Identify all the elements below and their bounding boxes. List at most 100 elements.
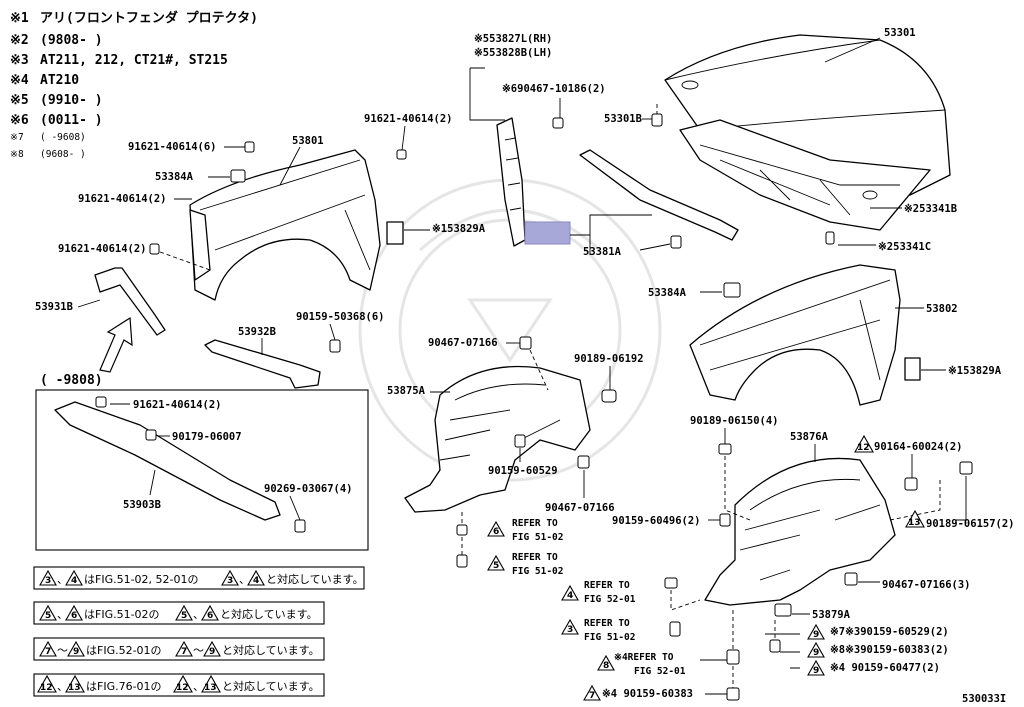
clip-90269-03067-icon bbox=[294, 519, 306, 533]
bolt-91621-top-icon bbox=[396, 149, 407, 160]
svg-text:12: 12 bbox=[176, 683, 189, 693]
label-53381a: 53381A bbox=[583, 246, 622, 258]
bolt-91621-6-icon bbox=[244, 141, 255, 153]
grommet-90189-06192-icon bbox=[601, 389, 617, 403]
svg-text:6: 6 bbox=[71, 611, 77, 621]
arrow-icon bbox=[99, 316, 133, 373]
tri-7-num: 7 bbox=[589, 691, 595, 701]
tri-9a-num: 9 bbox=[813, 630, 819, 640]
bolt-ref8-icon bbox=[726, 649, 740, 665]
ref-6-line2: FIG 51-02 bbox=[512, 532, 563, 543]
svg-text:4: 4 bbox=[71, 576, 77, 586]
ref-8: 8 ※4REFER TO FIG 52-01 bbox=[597, 652, 686, 677]
clip-ref4-icon bbox=[664, 577, 678, 589]
note-5-text: (9910- ) bbox=[40, 93, 103, 108]
legend-row-4: 12 、 13 はFIG.76-01の 12 、 13 と対応しています。 bbox=[33, 673, 325, 697]
ref-5-num: 5 bbox=[493, 561, 499, 571]
label-90159-60529-2: ※7※390159-60529(2) bbox=[830, 626, 949, 638]
grommet-90189-06157-icon bbox=[959, 461, 973, 475]
clip-53384a-right-icon bbox=[723, 282, 741, 298]
clip-90467-07166-a-icon bbox=[519, 336, 532, 350]
ref-4: 4 REFER TO FIG 52-01 bbox=[561, 580, 636, 605]
clip-53879a-icon bbox=[774, 603, 792, 617]
svg-text:と対応しています。: と対応しています。 bbox=[222, 679, 320, 693]
svg-text:、: 、 bbox=[193, 608, 204, 621]
label-90467-10186: ※690467-10186(2) bbox=[502, 83, 606, 95]
clip-53384a-left-icon bbox=[230, 169, 246, 183]
svg-text:13: 13 bbox=[204, 683, 217, 693]
label-90159-60529: 90159-60529 bbox=[488, 465, 558, 477]
ref-4-num: 4 bbox=[567, 591, 573, 601]
label-91621-2a: 91621-40614(2) bbox=[78, 193, 167, 205]
clip-ref5-icon bbox=[456, 554, 468, 568]
bracket-53903b-part bbox=[54, 401, 281, 521]
fender-53801-part bbox=[189, 149, 381, 301]
note-2-text: (9808- ) bbox=[40, 33, 103, 48]
svg-text:4: 4 bbox=[253, 576, 259, 586]
ref-3-line1: REFER TO bbox=[584, 618, 630, 629]
legend-row-2: 5 、 6 はFIG.51-02の 5 、 6 と対応しています。 bbox=[33, 601, 325, 625]
liner-53875a-part bbox=[404, 365, 591, 513]
tri-7: 7 bbox=[583, 684, 601, 701]
label-53301b: 53301B bbox=[604, 113, 642, 125]
tri-9b-num: 9 bbox=[813, 648, 819, 658]
note-6-text: (0011- ) bbox=[40, 113, 103, 128]
tri-12-num: 12 bbox=[857, 443, 870, 453]
label-53341b: ※253341B bbox=[904, 203, 957, 215]
svg-text:はFIG.52-01の: はFIG.52-01の bbox=[86, 644, 162, 657]
tri-9c-num: 9 bbox=[813, 666, 819, 676]
label-90189-06157: 90189-06157(2) bbox=[926, 518, 1015, 530]
ref-5-line2: FIG 51-02 bbox=[512, 566, 563, 577]
clip-ref6-icon bbox=[456, 524, 468, 536]
label-53801: 53801 bbox=[292, 135, 324, 147]
label-53931b: 53931B bbox=[35, 301, 73, 313]
ref-8-num: 8 bbox=[603, 661, 609, 671]
ref-6-num: 6 bbox=[493, 527, 499, 537]
label-53932b: 53932B bbox=[238, 326, 276, 338]
label-90467-07166-a: 90467-07166 bbox=[428, 337, 498, 349]
svg-text:はFIG.51-02の: はFIG.51-02の bbox=[84, 608, 160, 621]
label-53875a: 53875A bbox=[387, 385, 426, 397]
ref-4-line1: REFER TO bbox=[584, 580, 630, 591]
screw-90159-60529-icon bbox=[514, 434, 526, 448]
label-90159-50368: 90159-50368(6) bbox=[296, 311, 385, 323]
note-3-text: AT211, 212, CT21#, ST215 bbox=[40, 53, 228, 68]
bolt-ref3-icon bbox=[669, 621, 681, 637]
label-53384a-left: 53384A bbox=[155, 171, 194, 183]
legend-row-1: 3 、 4 はFIG.51-02, 52-01の 3 、 4 と対応しています。 bbox=[33, 566, 365, 590]
tri-13-num: 13 bbox=[908, 518, 921, 528]
ref-8-line1: ※4REFER TO bbox=[614, 652, 674, 663]
label-91621-2b: 91621-40614(2) bbox=[58, 243, 147, 255]
svg-text:5: 5 bbox=[181, 611, 187, 621]
legend-row-3: 7 〜 9 はFIG.52-01の 7 〜 9 と対応しています。 bbox=[33, 637, 325, 661]
note-5-mark: ※5 bbox=[10, 93, 29, 108]
hood-part bbox=[664, 34, 951, 231]
label-90164-60024: 90164-60024(2) bbox=[874, 441, 963, 453]
svg-text:〜: 〜 bbox=[193, 644, 204, 657]
note-2-mark: ※2 bbox=[10, 33, 29, 48]
label-90467-07166-b: 90467-07166 bbox=[545, 502, 615, 514]
svg-text:、: 、 bbox=[57, 680, 68, 693]
svg-text:、: 、 bbox=[57, 608, 68, 621]
label-90159-60496: 90159-60496(2) bbox=[612, 515, 701, 527]
note-4-mark: ※4 bbox=[10, 73, 29, 88]
label-90269-03067: 90269-03067(4) bbox=[264, 483, 353, 495]
label-53879a: 53879A bbox=[812, 609, 851, 621]
screw-90159-60383-icon bbox=[726, 687, 740, 701]
svg-text:、: 、 bbox=[57, 573, 68, 586]
label-53341c: ※253341C bbox=[878, 241, 931, 253]
ref-3-line2: FIG 51-02 bbox=[584, 632, 635, 643]
label-90159-60383-2: ※8※390159-60383(2) bbox=[830, 644, 949, 656]
bolt-91621-box-icon bbox=[95, 396, 107, 408]
svg-text:と対応しています。: と対応しています。 bbox=[222, 643, 320, 657]
label-90467-07166-3: 90467-07166(3) bbox=[882, 579, 971, 591]
svg-text:、: 、 bbox=[193, 680, 204, 693]
label-53827l: ※553827L(RH) bbox=[474, 33, 552, 45]
bolt-53301b-icon bbox=[651, 113, 663, 127]
svg-text:、: 、 bbox=[239, 573, 250, 586]
protector-53829a-left-part bbox=[386, 221, 404, 245]
label-90189-06192: 90189-06192 bbox=[574, 353, 644, 365]
clip-53381a-icon bbox=[670, 235, 682, 249]
svg-text:7: 7 bbox=[181, 647, 187, 657]
svg-text:3: 3 bbox=[227, 576, 233, 586]
